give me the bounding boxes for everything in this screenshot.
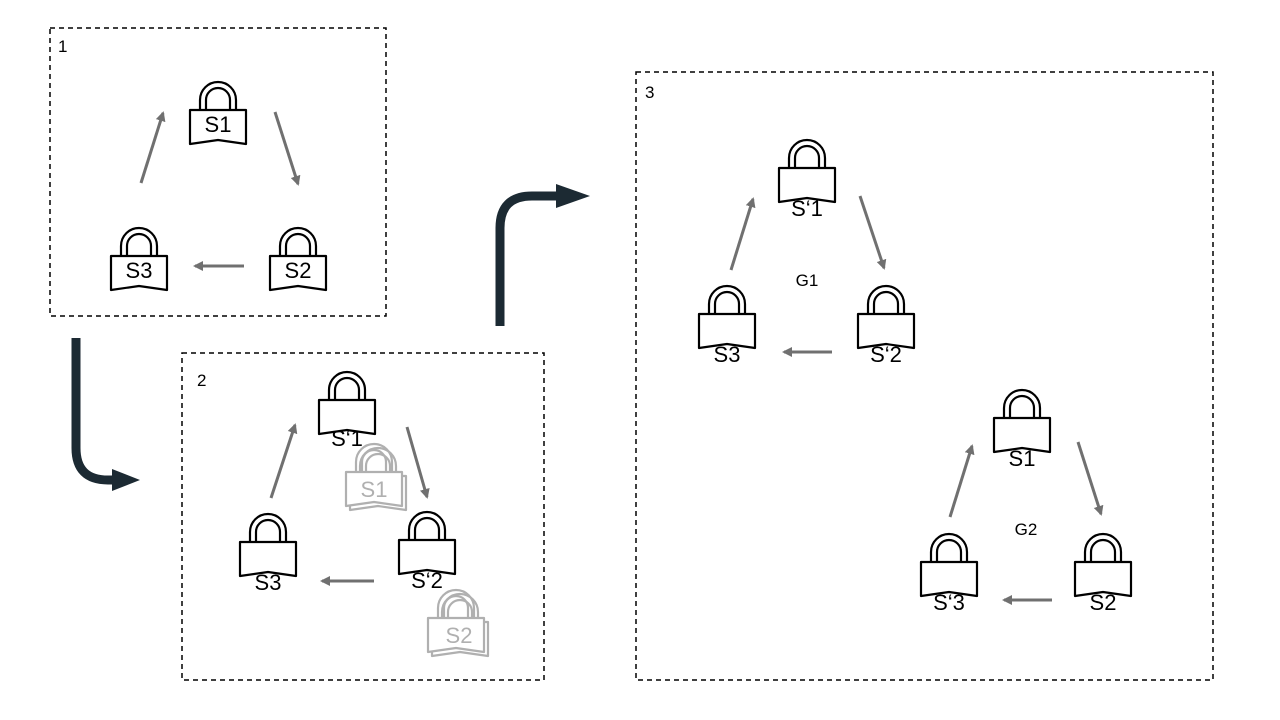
arrow-icon [948, 444, 975, 518]
panel-1: 1 S1 S2 S3 [49, 27, 387, 317]
padlock-icon [777, 138, 837, 204]
lock-s-prime-1: S‘1 [777, 138, 837, 221]
arrow-icon [269, 423, 298, 499]
padlock-icon [919, 532, 979, 598]
lock-s-prime-2: S‘2 [856, 284, 916, 367]
lock-label: S‘2 [411, 568, 443, 593]
curved-arrow-icon [495, 184, 590, 326]
arrow-icon [273, 111, 301, 186]
padlock-icon [397, 510, 457, 576]
ghost-lock-label: S2 [446, 623, 473, 648]
lock-s-prime-1: S‘1 [317, 370, 377, 451]
panel-3-border [635, 71, 1214, 681]
padlock-icon [856, 284, 916, 350]
panel-2-border [181, 352, 545, 681]
padlock-icon [238, 512, 298, 578]
lock-label: S3 [714, 342, 741, 367]
panel-number: 3 [645, 83, 654, 102]
lock-label: S‘3 [933, 590, 965, 615]
panel-number: 2 [197, 371, 206, 390]
lock-label: S‘2 [870, 342, 902, 367]
arrow-icon [1076, 441, 1104, 516]
lock-s-prime-3: S‘3 [919, 532, 979, 615]
arrow-icon [858, 195, 887, 270]
panel-number: 1 [58, 37, 67, 56]
group-label: G2 [1015, 520, 1038, 539]
lock-s2: S2 [1073, 532, 1133, 615]
group-g1: G1 S‘1 S‘2 S3 [697, 138, 916, 367]
ghost-lock-label: S1 [361, 477, 388, 502]
lock-s3: S3 [109, 226, 169, 292]
lock-s-prime-2: S‘2 [397, 510, 457, 593]
ghost-lock-s1: S1 [344, 442, 408, 512]
lock-s1: S1 [188, 80, 248, 146]
lock-s1: S1 [992, 388, 1052, 471]
lock-label: S2 [285, 258, 312, 283]
lock-label: S3 [255, 570, 282, 595]
arrow-icon [405, 426, 430, 499]
curved-arrow-icon [71, 338, 140, 491]
lock-s3: S3 [697, 284, 757, 367]
ghost-lock-s2: S2 [426, 588, 490, 658]
panel-1-border [49, 27, 387, 317]
lock-s3: S3 [238, 512, 298, 595]
lock-label: S3 [126, 258, 153, 283]
panel-3: 3 G1 S‘1 S‘2 S3 G2 S1 [635, 71, 1214, 681]
lock-label: S1 [205, 112, 232, 137]
lock-label: S1 [1009, 446, 1036, 471]
padlock-icon [992, 388, 1052, 454]
panel-2: 2 S1 S2 S‘1 S‘2 S3 [181, 352, 545, 681]
arrow-icon [139, 111, 166, 184]
lock-label: S2 [1090, 590, 1117, 615]
padlock-icon [1073, 532, 1133, 598]
group-g2: G2 S1 S2 S‘3 [919, 388, 1133, 615]
arrow-icon [729, 197, 756, 271]
padlock-icon [317, 370, 377, 436]
lock-label: S‘1 [791, 196, 823, 221]
lock-label: S‘1 [331, 426, 363, 451]
padlock-icon [697, 284, 757, 350]
lock-s2: S2 [268, 226, 328, 292]
group-label: G1 [796, 271, 819, 290]
